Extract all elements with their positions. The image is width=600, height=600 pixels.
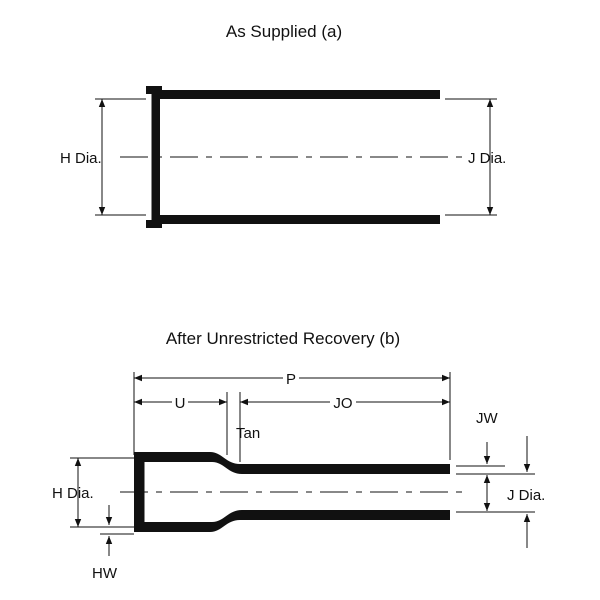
bottom-h-dimension [70, 457, 134, 528]
bottom-jo-label: JO [333, 395, 352, 412]
top-j-label: J Dia. [468, 150, 506, 167]
bottom-p-label: P [286, 371, 296, 388]
bottom-title: After Unrestricted Recovery (b) [166, 329, 400, 348]
top-j-dimension [445, 98, 497, 216]
bottom-j-label: J Dia. [507, 487, 545, 504]
bottom-hw-dimension [100, 505, 134, 556]
top-h-label: H Dia. [60, 150, 102, 167]
bottom-u-label: U [175, 395, 186, 412]
supplied-tube [146, 86, 440, 228]
bottom-h-label: H Dia. [52, 485, 94, 502]
bottom-jw-dimension [456, 442, 535, 475]
top-title: As Supplied (a) [226, 22, 342, 41]
top-h-dimension [95, 98, 146, 216]
bottom-j-dimension [456, 436, 535, 548]
bottom-jw-label: JW [476, 410, 499, 427]
bottom-hw-label: HW [92, 565, 118, 582]
bottom-tan-label: Tan [236, 425, 260, 442]
